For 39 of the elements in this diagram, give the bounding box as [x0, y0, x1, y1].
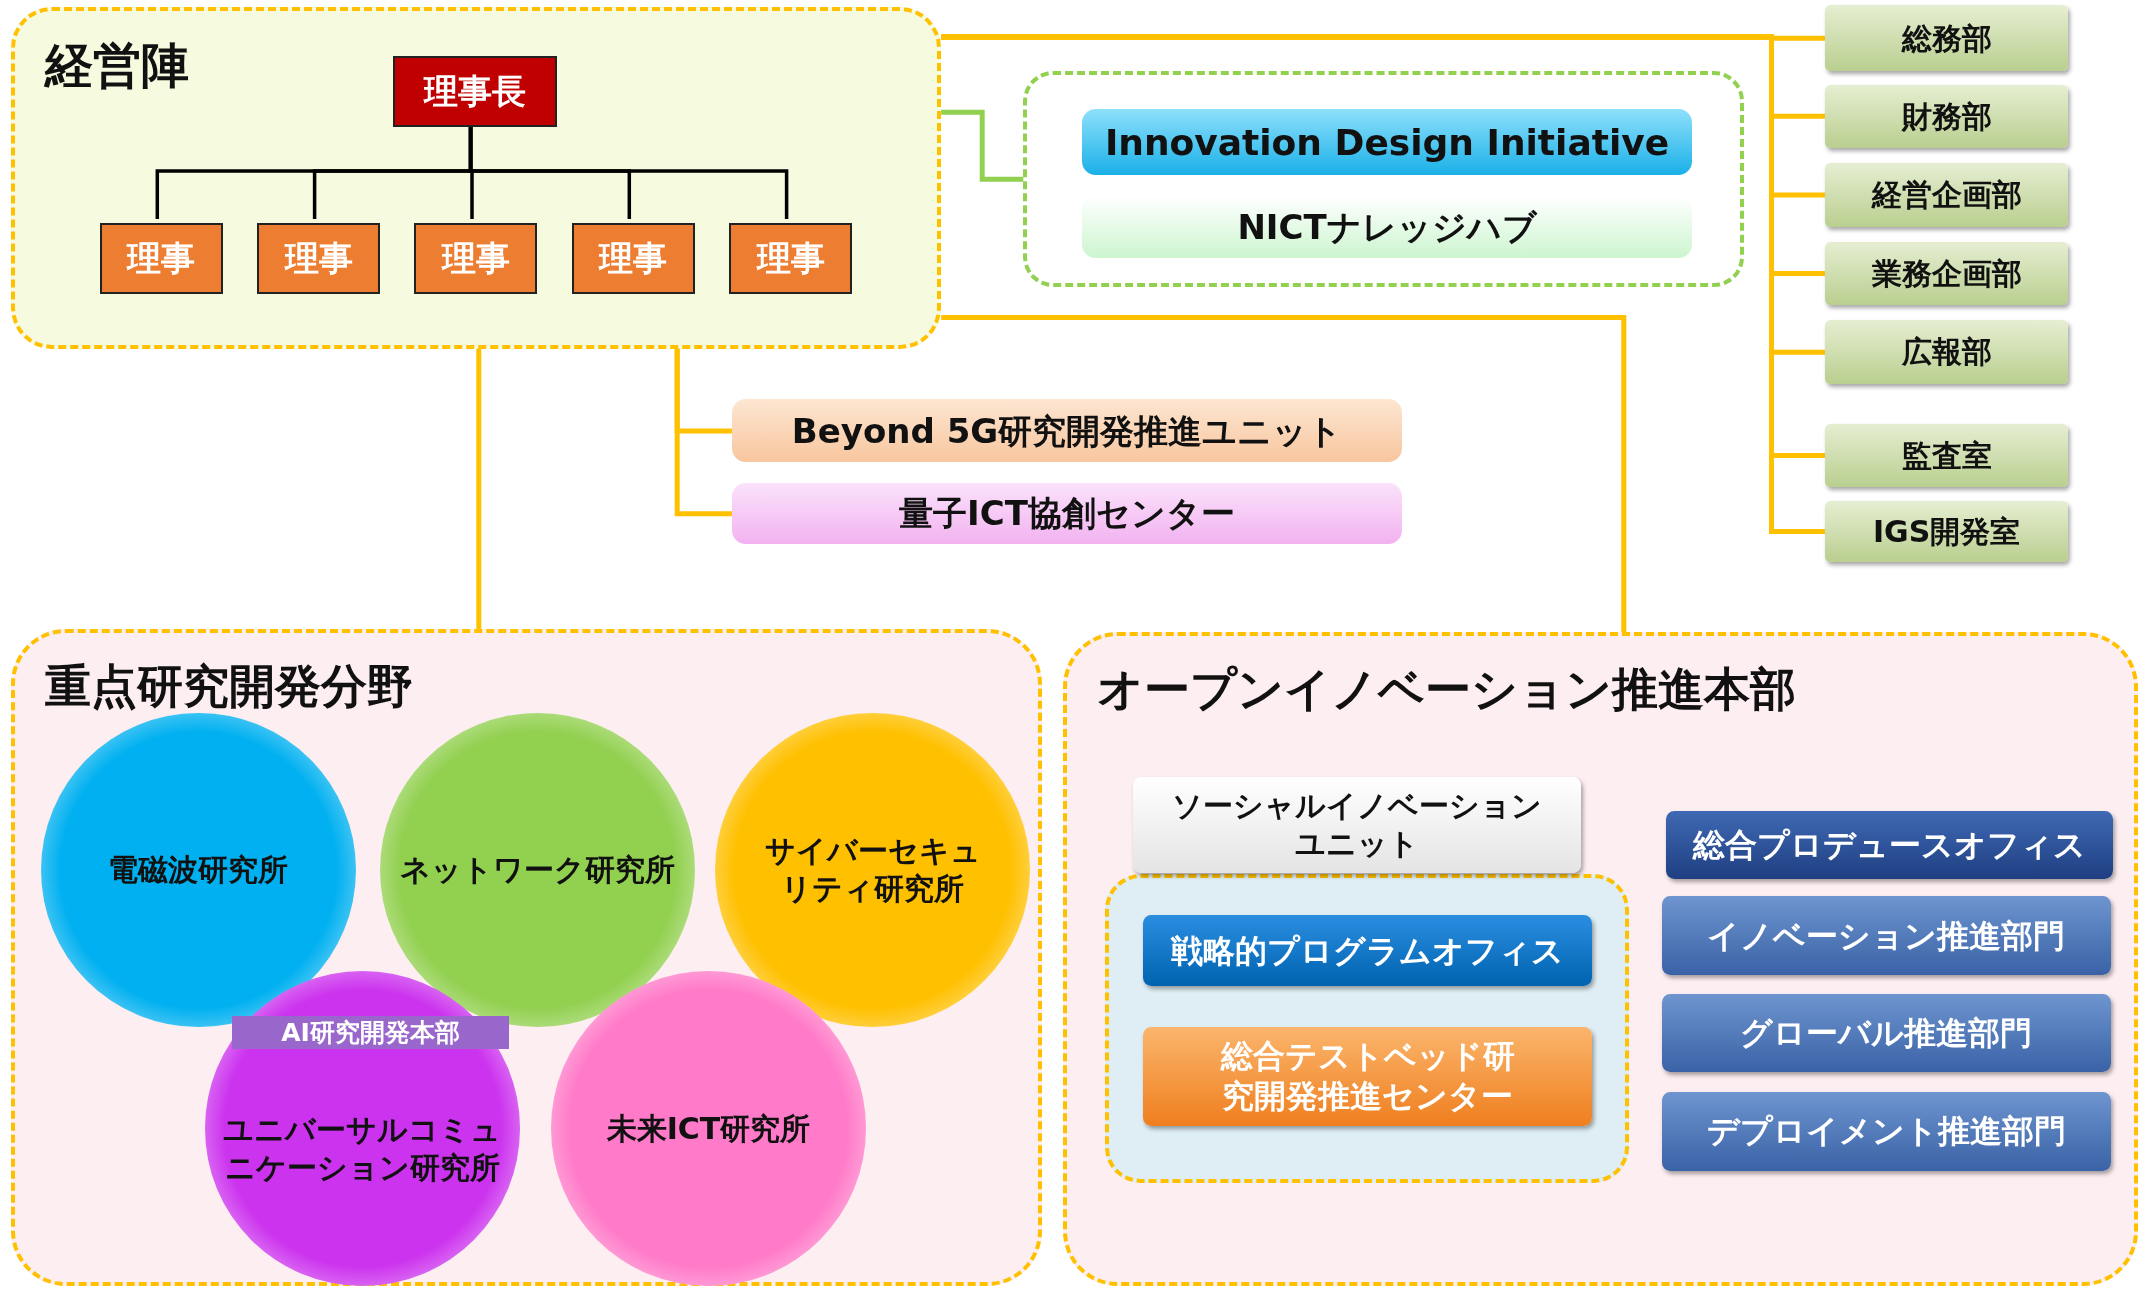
title-box: 理事	[571, 222, 695, 294]
title-box: 理事	[414, 222, 538, 294]
title-box: 理事長	[392, 55, 557, 128]
panel-heading: 経営陣	[45, 36, 190, 96]
group-panel	[1062, 632, 2139, 1286]
department-box: 業務企画部	[1824, 242, 2069, 306]
unit-bar: Innovation Design Initiative	[1081, 109, 1693, 175]
title-box: 理事	[99, 222, 223, 294]
dashed-group-box	[1023, 71, 1745, 288]
department-box: 総務部	[1824, 5, 2069, 72]
unit-bar: Beyond 5G研究開発推進ユニット	[731, 399, 1403, 463]
unit-heading-tab: ソーシャルイノベーションユニット	[1132, 776, 1582, 873]
panel-heading: オープンイノベーション推進本部	[1097, 660, 1796, 718]
unit-bar: 量子ICT協創センター	[731, 482, 1403, 545]
connector-line	[476, 348, 482, 630]
department-box: 経営企画部	[1824, 162, 2069, 228]
office-box: イノベーション推進部門	[1662, 895, 2111, 976]
connector-line	[941, 314, 1627, 632]
dashed-group-box	[1105, 874, 1630, 1184]
department-box: IGS開発室	[1824, 500, 2069, 563]
panel-heading: 重点研究開発分野	[45, 657, 414, 715]
connector-line	[674, 348, 732, 517]
office-box: 戦略的プログラムオフィス	[1143, 914, 1593, 987]
office-box: 総合テストベッド研究開発推進センター	[1143, 1027, 1593, 1126]
title-box: 理事	[257, 222, 381, 294]
department-box: 広報部	[1824, 320, 2069, 385]
connector-line	[941, 109, 1024, 182]
title-box: 理事	[729, 222, 853, 294]
office-box: デプロイメント推進部門	[1662, 1091, 2111, 1171]
office-box: グローバル推進部門	[1662, 994, 2111, 1073]
institute-circle: 未来ICT研究所	[551, 971, 866, 1286]
circle-label: ユニバーサルコミュニケーション研究所	[222, 1111, 503, 1187]
group-panel	[10, 6, 942, 349]
institute-circle: サイバーセキュリティ研究所	[715, 712, 1030, 1028]
department-box: 監査室	[1824, 424, 2069, 487]
department-box: 財務部	[1824, 84, 2069, 148]
office-box: 総合プロデュースオフィス	[1666, 811, 2114, 880]
tag-box: AI研究開発本部	[232, 1016, 509, 1050]
group-panel	[10, 629, 1043, 1286]
